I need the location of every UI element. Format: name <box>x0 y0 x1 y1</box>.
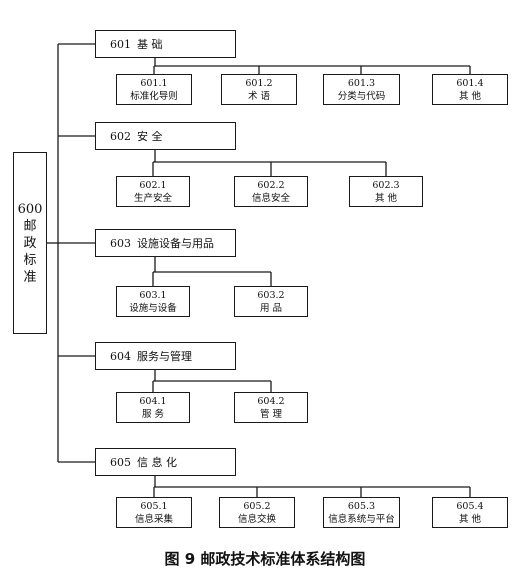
category-node-602: 602 安 全 <box>95 122 236 150</box>
root-char-4: 准 <box>23 269 37 285</box>
leaf-code: 603.1 <box>139 289 167 301</box>
leaf-code: 601.1 <box>140 77 168 89</box>
category-code: 603 <box>110 236 131 250</box>
leaf-code: 602.2 <box>257 179 285 191</box>
leaf-label: 管 理 <box>259 408 283 420</box>
leaf-node-601-3: 601.3 分类与代码 <box>323 74 400 105</box>
leaf-node-605-1: 605.1 信息采集 <box>116 497 192 528</box>
leaf-code: 602.1 <box>139 179 167 191</box>
leaf-node-601-1: 601.1 标准化导则 <box>116 74 192 105</box>
category-label: 基 础 <box>137 38 163 51</box>
leaf-code: 602.3 <box>372 179 400 191</box>
leaf-label: 标准化导则 <box>130 90 178 102</box>
leaf-code: 601.4 <box>456 77 484 89</box>
category-code: 605 <box>110 455 131 469</box>
leaf-code: 604.1 <box>139 395 167 407</box>
category-label: 安 全 <box>137 130 163 143</box>
root-node: 600 邮 政 标 准 <box>13 152 47 334</box>
leaf-code: 601.3 <box>347 77 376 89</box>
category-code: 601 <box>110 37 131 51</box>
root-code: 600 <box>17 201 43 217</box>
leaf-node-602-3: 602.3 其 他 <box>349 176 423 207</box>
figure-caption: 图 9 邮政技术标准体系结构图 <box>164 550 366 568</box>
leaf-node-605-3: 605.3 信息系统与平台 <box>323 497 400 528</box>
category-label: 信 息 化 <box>137 456 177 469</box>
category-node-603: 603 设施设备与用品 <box>95 229 236 257</box>
leaf-node-601-4: 601.4 其 他 <box>432 74 508 105</box>
leaf-code: 601.2 <box>245 77 273 89</box>
category-label: 设施设备与用品 <box>137 237 214 250</box>
category-node-601: 601 基 础 <box>95 30 236 58</box>
category-node-604: 604 服务与管理 <box>95 342 236 370</box>
leaf-label: 分类与代码 <box>337 90 386 102</box>
root-char-1: 邮 <box>23 218 37 234</box>
leaf-code: 605.2 <box>243 500 271 512</box>
leaf-node-601-2: 601.2 术 语 <box>221 74 297 105</box>
leaf-label: 术 语 <box>247 90 271 102</box>
leaf-node-605-2: 605.2 信息交换 <box>219 497 295 528</box>
category-label: 服务与管理 <box>137 350 192 363</box>
category-code: 602 <box>110 129 131 143</box>
leaf-code: 604.2 <box>257 395 285 407</box>
leaf-code: 605.1 <box>140 500 168 512</box>
leaf-label: 服 务 <box>141 408 165 420</box>
leaf-node-603-2: 603.2 用 品 <box>234 286 308 317</box>
leaf-node-605-4: 605.4 其 他 <box>432 497 508 528</box>
root-char-2: 政 <box>23 235 37 251</box>
root-char-3: 标 <box>23 252 37 268</box>
leaf-code: 605.4 <box>456 500 484 512</box>
leaf-label: 设施与设备 <box>129 302 177 314</box>
leaf-node-603-1: 603.1 设施与设备 <box>116 286 190 317</box>
leaf-node-604-2: 604.2 管 理 <box>234 392 308 423</box>
leaf-label: 信息系统与平台 <box>328 513 395 525</box>
leaf-node-602-1: 602.1 生产安全 <box>116 176 190 207</box>
category-code: 604 <box>110 349 131 363</box>
leaf-node-602-2: 602.2 信息安全 <box>234 176 308 207</box>
leaf-label: 其 他 <box>458 513 482 525</box>
leaf-label: 其 他 <box>374 192 398 204</box>
category-node-605: 605 信 息 化 <box>95 448 236 476</box>
leaf-label: 用 品 <box>259 302 283 314</box>
leaf-label: 其 他 <box>458 90 482 102</box>
leaf-code: 603.2 <box>257 289 285 301</box>
leaf-label: 生产安全 <box>133 192 172 204</box>
leaf-label: 信息交换 <box>237 513 276 525</box>
leaf-label: 信息采集 <box>134 513 173 525</box>
leaf-node-604-1: 604.1 服 务 <box>116 392 190 423</box>
leaf-code: 605.3 <box>347 500 376 512</box>
leaf-label: 信息安全 <box>251 192 290 204</box>
